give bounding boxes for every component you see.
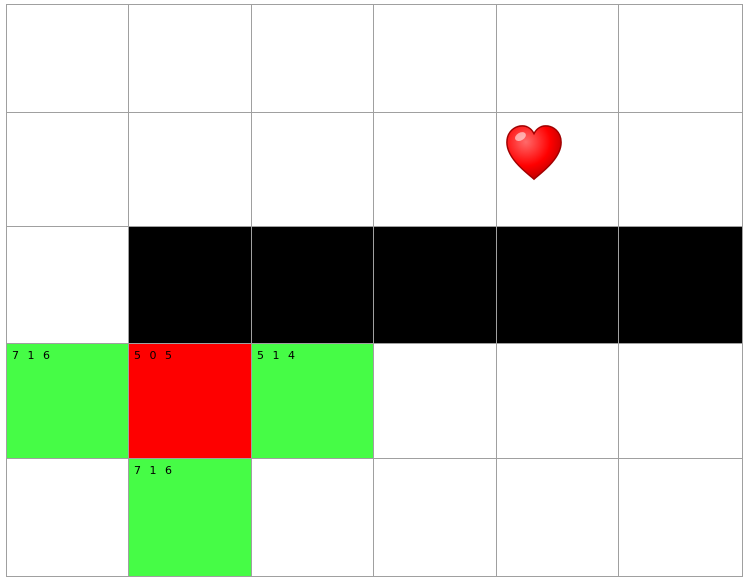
grid-cell[interactable] — [497, 344, 619, 459]
maze-grid: 7 1 6 5 0 5 5 1 4 7 1 6 — [6, 4, 743, 577]
grid-cell[interactable] — [374, 344, 497, 459]
grid-cell[interactable] — [497, 459, 619, 576]
cell-score: 7 1 6 — [134, 464, 175, 477]
current-cell[interactable]: 5 0 5 — [129, 344, 252, 459]
open-cell[interactable]: 7 1 6 — [129, 459, 252, 576]
grid-cell[interactable] — [374, 459, 497, 576]
grid-cell[interactable] — [252, 459, 374, 576]
grid-cell[interactable] — [619, 344, 742, 459]
wall-cell[interactable] — [619, 227, 742, 344]
wall-cell[interactable] — [497, 227, 619, 344]
wall-cell[interactable] — [374, 227, 497, 344]
grid-cell[interactable] — [129, 5, 252, 113]
cell-score: 7 1 6 — [12, 349, 53, 362]
grid-cell[interactable] — [7, 113, 129, 227]
grid-cell[interactable] — [7, 5, 129, 113]
open-cell[interactable]: 5 1 4 — [252, 344, 374, 459]
cell-score: 5 1 4 — [257, 349, 298, 362]
open-cell[interactable]: 7 1 6 — [7, 344, 129, 459]
grid-cell[interactable] — [619, 5, 742, 113]
grid-cell[interactable] — [374, 113, 497, 227]
wall-cell[interactable] — [252, 227, 374, 344]
heart-icon — [505, 124, 562, 180]
grid-cell[interactable] — [252, 5, 374, 113]
grid-cell[interactable] — [619, 113, 742, 227]
grid-cell[interactable] — [497, 5, 619, 113]
cell-score: 5 0 5 — [134, 349, 175, 362]
grid-cell[interactable] — [7, 227, 129, 344]
wall-cell[interactable] — [129, 227, 252, 344]
grid-cell[interactable] — [129, 113, 252, 227]
grid-cell[interactable] — [252, 113, 374, 227]
grid-cell[interactable] — [7, 459, 129, 576]
grid-cell[interactable] — [619, 459, 742, 576]
grid-cell[interactable] — [374, 5, 497, 113]
goal-cell[interactable] — [497, 113, 619, 227]
